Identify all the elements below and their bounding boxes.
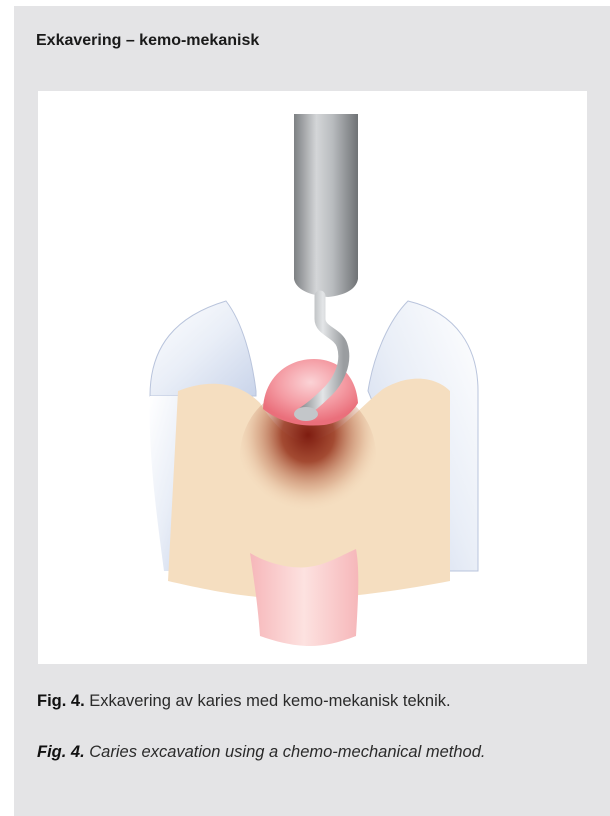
instrument-handle [294,114,358,297]
caption-swedish-label: Fig. 4. [37,692,85,710]
caption-english-text: Caries excavation using a chemo-mechanic… [89,743,485,761]
figure-panel: Exkavering – kemo-mekanisk [14,6,610,816]
tooth-illustration [38,91,587,664]
panel-title: Exkavering – kemo-mekanisk [36,32,259,50]
enamel-left [150,301,256,396]
caption-english-label: Fig. 4. [37,743,85,761]
caption-english: Fig. 4. Caries excavation using a chemo-… [37,741,507,764]
instrument-tip-end [294,407,318,421]
caption-swedish-text: Exkavering av karies med kemo-mekanisk t… [89,692,450,710]
tooth-diagram-svg [38,91,587,664]
caption-swedish: Fig. 4. Exkavering av karies med kemo-me… [37,690,577,713]
